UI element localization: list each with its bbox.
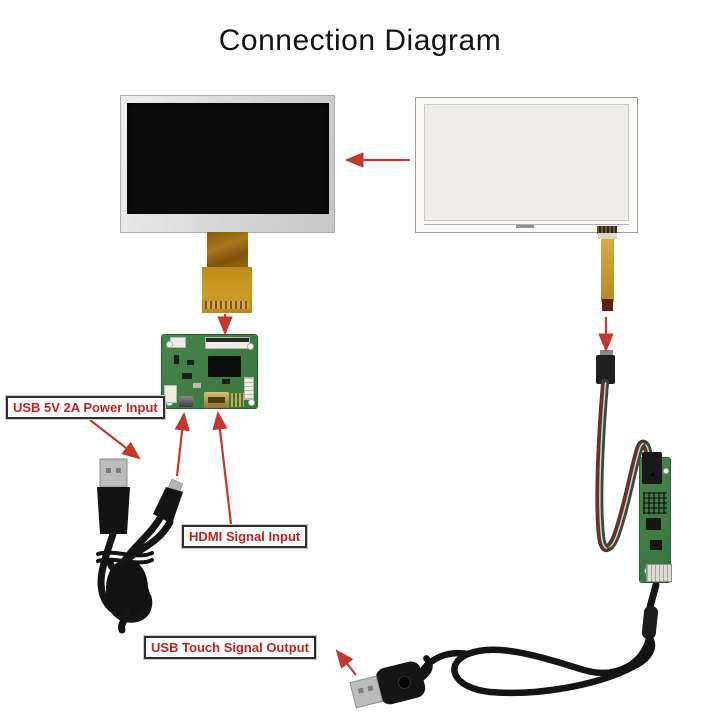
touch-panel-marking — [516, 225, 534, 228]
micro-usb-to-board-arrow — [174, 411, 190, 477]
touch-flex-connector — [596, 355, 615, 384]
pin-header — [231, 393, 244, 407]
touch-controller-board — [640, 452, 672, 582]
lcd-flex-ribbon-lower — [202, 267, 252, 313]
smd-component — [193, 383, 201, 388]
page-title: Connection Diagram — [218, 24, 502, 57]
lcd-flex-ribbon-pins — [205, 301, 249, 309]
driver-board — [162, 335, 257, 408]
main-chip — [208, 356, 241, 377]
smd-component — [182, 373, 192, 379]
ffc-slot — [206, 338, 249, 342]
ferrite-bead — [641, 605, 659, 640]
usb-plug-hole — [116, 468, 121, 473]
micro-usb-port — [179, 396, 193, 407]
lcd-flex-ribbon-upper — [207, 232, 248, 267]
mounting-hole — [248, 399, 255, 406]
touch-board-top-connector — [642, 452, 662, 484]
touch-panel-glass — [424, 104, 629, 221]
usb-plug-to-touch-label-arrow — [335, 649, 357, 676]
touch-flex-wrap — [598, 233, 617, 239]
touch-board-bottom-connector — [646, 564, 672, 582]
power-cable-coil — [96, 518, 174, 634]
hdmi-label-to-port-arrow — [212, 410, 233, 525]
touch-output-label: USB Touch Signal Output — [144, 636, 316, 659]
touch-output-cable — [419, 581, 660, 697]
mounting-hole — [247, 343, 254, 350]
power-label-to-usb-plug-arrow — [89, 419, 141, 460]
mounting-hole — [166, 341, 173, 348]
smd-component — [187, 360, 194, 365]
right-connector — [244, 377, 254, 400]
touch-flex-connector-stub — [597, 226, 617, 234]
power-micro-usb-plug — [118, 478, 184, 568]
mounting-hole — [663, 468, 669, 474]
touch-panel-bottom-line — [424, 224, 629, 225]
power-usb-a-plug — [97, 458, 130, 534]
hdmi-slot — [208, 397, 225, 403]
lcd-ffc-connector — [205, 337, 250, 349]
touch-chip-2 — [650, 540, 662, 550]
left-connector — [164, 385, 177, 403]
lcd-screen — [127, 103, 329, 214]
smd-component — [222, 379, 230, 384]
component-rows — [643, 492, 667, 514]
touch-usb-plug — [349, 655, 433, 709]
lcd-panel — [120, 95, 335, 233]
usb-plug-hole — [106, 468, 111, 473]
hdmi-input-label: HDMI Signal Input — [182, 525, 308, 548]
smd-component — [174, 355, 179, 364]
touch-chip — [646, 518, 661, 530]
touch-flex-tip — [602, 299, 613, 311]
power-input-label: USB 5V 2A Power Input — [6, 396, 165, 419]
connector-hole — [650, 472, 655, 477]
touch-panel — [415, 97, 638, 233]
touch-flex-tail — [601, 234, 614, 302]
hdmi-port — [204, 392, 229, 408]
